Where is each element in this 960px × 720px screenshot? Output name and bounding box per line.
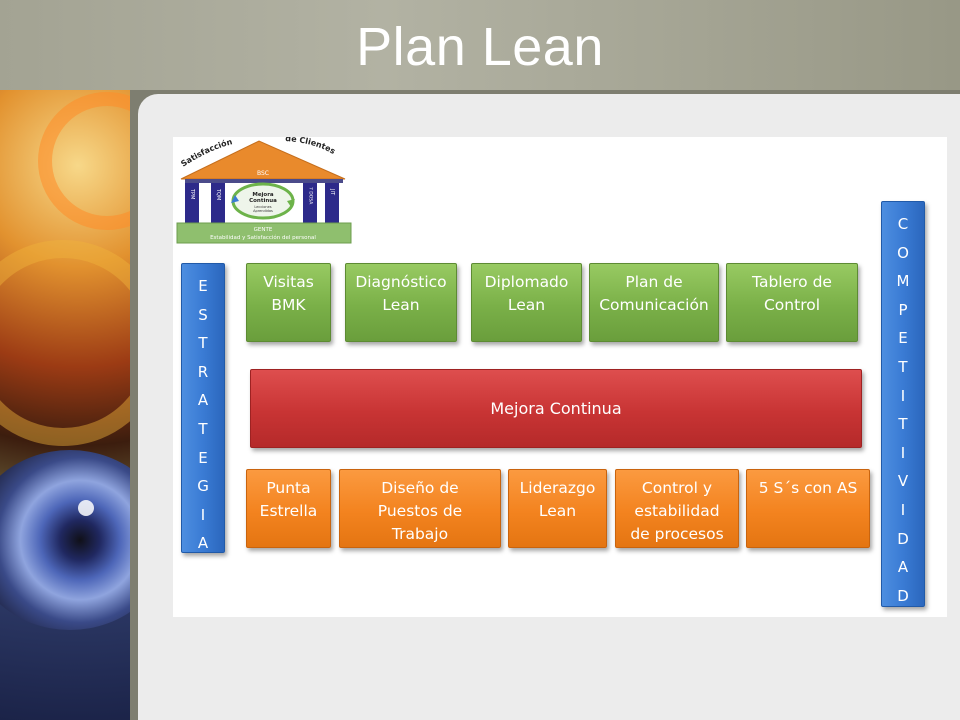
- decorative-photo-strip: [0, 90, 130, 720]
- box-line: Puestos de: [377, 502, 463, 520]
- house-center-label: Continua: [249, 198, 277, 204]
- box-line: Punta: [266, 479, 311, 497]
- box-line: estabilidad: [634, 502, 720, 520]
- estrategia-letter: E: [198, 448, 208, 467]
- house-arc-right: de Clientes: [285, 137, 337, 156]
- eye-image: [0, 450, 130, 630]
- house-pillar-label: TPM: [189, 188, 195, 199]
- eye-glare: [78, 500, 94, 516]
- competitividad-letter: D: [897, 529, 909, 548]
- house-center-sublabel: Lecciones: [254, 205, 271, 209]
- house-pillar: [303, 183, 317, 223]
- competitividad-bar: C O M P E T I T I V I D A D: [881, 201, 925, 607]
- box-diseno-de-puestos: Diseño de Puestos de Trabajo: [339, 469, 501, 548]
- box-line: Trabajo: [391, 525, 449, 543]
- competitividad-letter: T: [898, 415, 908, 434]
- house-base: [176, 222, 352, 244]
- box-line: Mejora Continua: [490, 399, 622, 418]
- box-line: Diagnóstico: [355, 273, 447, 291]
- box-line: Lean: [538, 502, 577, 520]
- title-bar: Plan Lean: [0, 0, 960, 90]
- decorative-ring: [0, 240, 130, 446]
- competitividad-letter: E: [898, 329, 908, 348]
- estrategia-letter: T: [198, 419, 208, 438]
- estrategia-letter: R: [197, 362, 209, 381]
- competitividad-letter: O: [897, 243, 909, 262]
- estrategia-letter: G: [197, 477, 209, 496]
- competitividad-letter: M: [896, 272, 910, 291]
- cycle-arrow-icon: [287, 199, 295, 207]
- box-line: Lean: [382, 296, 420, 314]
- house-pillar: [325, 183, 339, 223]
- competitividad-letter: A: [897, 558, 909, 577]
- house-pillar-label: TQM: [215, 188, 221, 200]
- estrategia-letter: I: [200, 505, 206, 524]
- decorative-ring: [38, 92, 130, 230]
- competitividad-letter: T: [898, 357, 908, 376]
- box-line: Comunicación: [599, 296, 709, 314]
- house-beam: [185, 179, 343, 183]
- estrategia-letter: S: [198, 305, 208, 324]
- house-base-label: GENTE: [254, 227, 273, 233]
- competitividad-letter: V: [897, 472, 909, 491]
- house-roof-label: BSC: [257, 170, 269, 177]
- competitividad-letter: I: [900, 443, 906, 462]
- house-pillar: [185, 183, 199, 223]
- box-tablero-de-control: Tablero de Control: [726, 263, 858, 342]
- box-line: Control y: [641, 479, 713, 497]
- box-5s-con-as: 5 S´s con AS: [746, 469, 870, 548]
- estrategia-letter: A: [197, 391, 209, 410]
- box-control-y-estabilidad: Control y estabilidad de procesos: [615, 469, 739, 548]
- cycle-arrow-icon: [231, 195, 239, 203]
- box-line: Visitas: [263, 273, 314, 291]
- house-base-label: Estabilidad y Satisfacción del personal: [210, 234, 316, 241]
- house-pillar-label: 7 DOSA: [308, 187, 314, 205]
- box-line: Diplomado: [484, 273, 569, 291]
- box-line: Lean: [507, 296, 546, 314]
- estrategia-letter: A: [197, 534, 209, 553]
- box-plan-de-comunicacion: Plan de Comunicación: [589, 263, 719, 342]
- box-line: Estrella: [259, 502, 318, 520]
- box-mejora-continua: Mejora Continua: [250, 369, 862, 448]
- lean-house-graphic: Satisfacción de Clientes BSC TPM TQM 7 D…: [176, 137, 352, 244]
- competitividad-letter: D: [897, 586, 909, 605]
- box-line: BMK: [271, 296, 306, 314]
- house-pillar: [211, 183, 225, 223]
- box-line: Control: [763, 296, 821, 314]
- box-line: Diseño de: [381, 479, 459, 497]
- house-center-label: Mejora: [252, 192, 274, 198]
- competitividad-letter: I: [900, 500, 906, 519]
- estrategia-letter: T: [198, 334, 208, 353]
- box-line: Liderazgo: [519, 479, 596, 497]
- competitividad-letter: I: [900, 386, 906, 405]
- box-line: 5 S´s con AS: [758, 479, 858, 497]
- estrategia-bar: E S T R A T E G I A: [181, 263, 225, 553]
- competitividad-letter: P: [898, 300, 908, 319]
- box-line: Tablero de: [752, 273, 832, 291]
- house-center-sublabel: Aprendidas: [253, 209, 273, 213]
- box-line: Plan de: [625, 273, 683, 291]
- slide-title: Plan Lean: [356, 17, 604, 77]
- house-pillar-label: JIT: [329, 188, 335, 196]
- competitividad-letter: C: [897, 215, 909, 233]
- box-line: de procesos: [630, 525, 724, 543]
- estrategia-letter: E: [198, 277, 208, 295]
